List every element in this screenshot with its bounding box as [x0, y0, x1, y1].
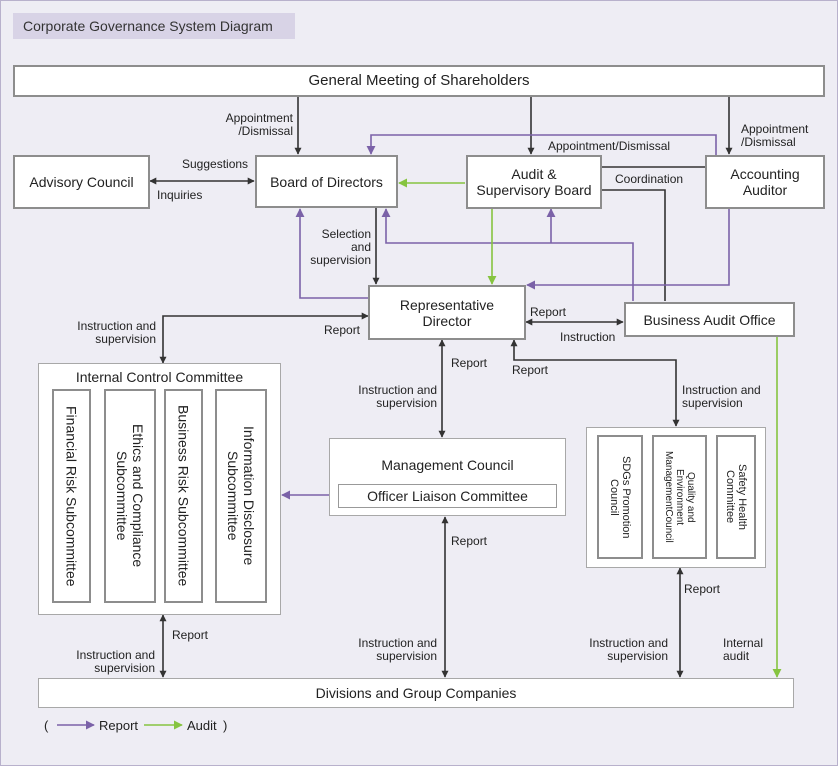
divisions-box: Divisions and Group Companies — [38, 678, 794, 708]
board-of-directors-box: Board of Directors — [255, 155, 398, 208]
label-report-mgmt: Report — [451, 356, 488, 370]
line-rep-report-board — [295, 208, 368, 299]
line-rep-internal-control — [159, 312, 369, 364]
accounting-auditor-box: Accounting Auditor — [705, 155, 825, 209]
label-report-right-bottom: Report — [684, 582, 721, 596]
label-report-bao: Report — [530, 305, 567, 319]
label-coordination: Coordination — [615, 172, 684, 186]
label-instruction-right-bottom: Instruction and supervision — [589, 636, 668, 663]
safety-health-committee: Safety Health Committee — [716, 435, 756, 559]
label-report-internal: Report — [324, 323, 361, 337]
information-disclosure-subcommittee: Information Disclosure Subcommittee — [215, 389, 267, 603]
label-inquiries: Inquiries — [157, 188, 203, 202]
label-internal-audit: Internal audit — [723, 636, 764, 663]
ethics-compliance-subcommittee: Ethics and Compliance Subcommittee — [104, 389, 156, 603]
label-report-ic-bottom: Report — [172, 628, 209, 642]
label-instruction-bao: Instruction — [560, 330, 616, 344]
sdgs-promotion-council: SDGs Promotion Council — [597, 435, 643, 559]
label-appointment-board: Appointment /Dismissal — [225, 111, 293, 138]
line-audit-bao — [602, 189, 666, 301]
business-risk-subcommittee: Business Risk Subcommittee — [164, 389, 203, 603]
legend-close-paren: ) — [223, 718, 228, 733]
label-suggestions: Suggestions — [182, 157, 249, 171]
label-report-mgmt-bottom: Report — [451, 534, 488, 548]
label-instruction-mgmt: Instruction and supervision — [358, 383, 437, 410]
line-accounting-report-rep — [526, 209, 730, 290]
officer-liaison-committee-box: Officer Liaison Committee — [338, 484, 557, 508]
legend-report-label: Report — [99, 718, 139, 733]
line-rep-right-councils — [510, 339, 680, 427]
label-instruction-internal: Instruction and supervision — [77, 319, 156, 346]
shareholders-box: General Meeting of Shareholders — [13, 65, 825, 97]
label-appointment-accounting: Appointment /Dismissal — [741, 122, 809, 149]
label-selection-supervision: Selection and supervision — [310, 227, 371, 267]
diagram-title: Corporate Governance System Diagram — [13, 13, 295, 39]
label-instruction-ic-bottom: Instruction and supervision — [76, 648, 155, 675]
label-instruction-right: Instruction and supervision — [682, 383, 761, 410]
line-bao-report-board — [381, 208, 634, 301]
legend-audit-label: Audit — [187, 718, 217, 733]
financial-risk-subcommittee: Financial Risk Subcommittee — [52, 389, 91, 603]
label-instruction-mgmt-bottom: Instruction and supervision — [358, 636, 437, 663]
quality-environment-management-council: Quality and Environment ManagementCounci… — [652, 435, 707, 559]
internal-control-committee-title: Internal Control Committee — [75, 369, 244, 385]
business-audit-office-box: Business Audit Office — [624, 302, 795, 337]
line-accounting-report-board — [366, 134, 717, 155]
representative-director-box: Representative Director — [368, 285, 526, 340]
advisory-council-box: Advisory Council — [13, 155, 150, 209]
audit-supervisory-board-box: Audit & Supervisory Board — [466, 155, 602, 209]
legend-open-paren: ( — [44, 718, 49, 733]
label-appointment-mid: Appointment/Dismissal — [548, 139, 671, 153]
management-council-title: Management Council — [381, 457, 514, 473]
label-report-right: Report — [512, 363, 549, 377]
